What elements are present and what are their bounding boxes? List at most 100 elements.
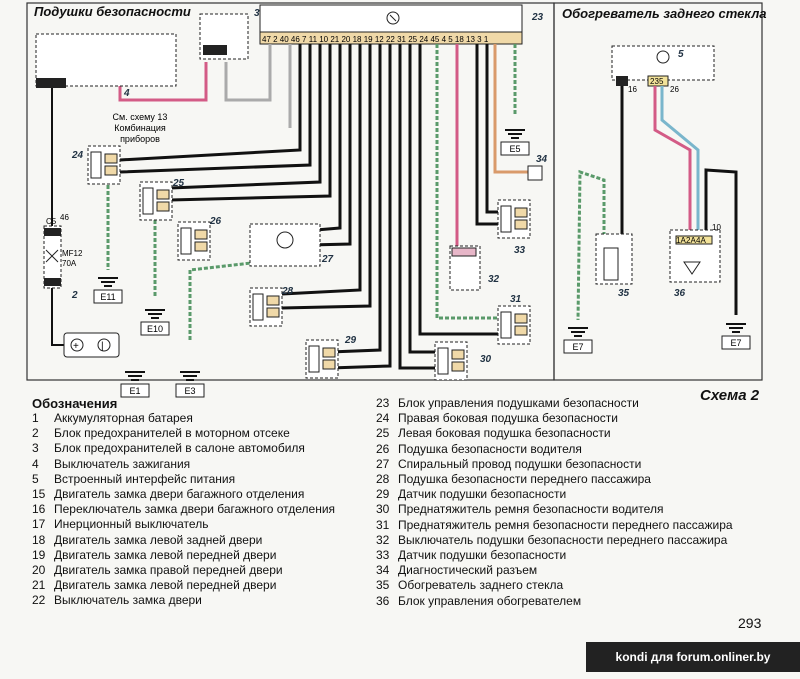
legend-item-text: Преднатяжитель ремня безопасности передн… [398,517,733,532]
legend-item-text: Диагностический разъем [398,563,538,578]
wire [281,44,362,296]
legend-item-number: 32 [376,532,390,547]
legend-item-text: Аккумуляторная батарея [54,411,193,425]
airbag-control-unit-23: 47 2 40 46 7 11 10 21 20 18 19 12 22 31 … [259,4,523,45]
legend-item: 32 Выключатель подушки безопасности перед… [376,533,733,548]
legend-item-text: Инерционный выключатель [54,517,209,532]
legend-item-text: Двигатель замка двери багажного отделени… [54,487,305,502]
wire [119,44,312,174]
legend-item: 24 Правая боковая подушка безопасности [376,411,733,426]
ground-e7: E7 [563,327,593,354]
legend-item-number: 31 [376,517,390,532]
legend-item-number: 35 [376,578,390,593]
pretensioner-passenger-31 [497,305,531,345]
legend-item: 35 Обогреватель заднего стекла [376,578,733,593]
passenger-airbag-switch-32 [449,245,481,291]
svg-text:E10: E10 [147,324,163,334]
airbag-left-25 [139,181,173,221]
svg-text:E1: E1 [129,386,140,396]
legend-item-text: Двигатель замка правой передней двери [54,563,283,578]
legend-item-number: 30 [376,502,390,517]
svg-text:26: 26 [670,85,679,94]
legend-item-number: 23 [376,396,390,410]
legend-item-text: Правая боковая подушка безопасности [398,411,618,426]
legend-item: 34 Диагностический разъем [376,563,733,578]
svg-text:Комбинация: Комбинация [114,123,166,133]
legend-item-text: Подушка безопасности переднего пассажира [398,472,651,487]
wire [281,44,372,310]
airbag-sensor-33 [497,199,531,239]
rear-window-heater-35 [595,233,633,285]
svg-text:27: 27 [321,254,334,265]
legend-item-number: 24 [376,411,390,426]
power-interface-5 [611,45,715,87]
legend-item-text: Двигатель замка левой задней двери [54,532,263,547]
svg-text:25: 25 [172,178,185,189]
legend-item-number: 36 [376,593,390,608]
legend-item-number: 3 [32,441,39,456]
svg-text:31: 31 [510,294,522,305]
legend-item-text: Обогреватель заднего стекла [398,578,564,593]
airbag-right-24 [87,145,121,185]
svg-text:5: 5 [678,49,684,60]
legend-item-number: 16 [32,502,46,517]
legend-item-number: 25 [376,426,390,441]
wiring-diagram: 47 2 40 46 7 11 10 21 20 18 19 12 22 31 … [26,2,763,398]
svg-text:24: 24 [71,150,84,161]
svg-text:70A: 70A [62,259,77,268]
svg-text:E7: E7 [730,338,741,348]
svg-text:33: 33 [514,245,526,256]
battery-1: + | [63,332,120,358]
pretensioner-driver-30 [434,341,468,381]
legend-item-number: 22 [32,593,46,608]
wire [169,44,322,190]
legend-item-text: Блок управления обогревателем [398,593,582,608]
legend-item-number: 18 [32,532,46,547]
airbag-driver-26 [177,221,211,261]
ignition-switch-4 [35,33,177,88]
legend-item-text: Выключатель подушки безопасности передне… [398,532,728,547]
svg-text:34: 34 [536,154,548,165]
legend-item-text: Выключатель зажигания [54,456,191,471]
fuse-box-engine-2 [43,225,62,289]
svg-text:36: 36 [674,288,686,299]
legend-item-text: Блок предохранителей в моторном отсеке [54,426,290,441]
legend-item: 18 Двигатель замка левой задней двери [32,533,335,548]
svg-text:28: 28 [281,286,294,297]
svg-text:10: 10 [712,223,721,232]
legend-item-number: 26 [376,441,390,456]
wire [329,44,382,354]
ground-e10: E10 [140,309,170,336]
svg-text:E11: E11 [100,292,115,302]
legend-item-number: 34 [376,563,390,578]
legend-item-number: 29 [376,487,390,502]
airbag-sensor-29 [305,339,339,379]
svg-text:35: 35 [618,288,630,299]
legend-item-number: 5 [32,471,39,486]
ground-e3: E3 [175,371,205,398]
legend-item-text: Двигатель замка левой передней двери [54,578,277,593]
wire [329,44,392,370]
reference-note: См. схему 13 Комбинация приборов [113,112,168,144]
svg-text:29: 29 [344,335,357,346]
legend-item-number: 27 [376,456,390,471]
wire [398,44,448,370]
legend-title: Обозначения [32,396,118,411]
svg-text:23: 23 [650,77,659,86]
